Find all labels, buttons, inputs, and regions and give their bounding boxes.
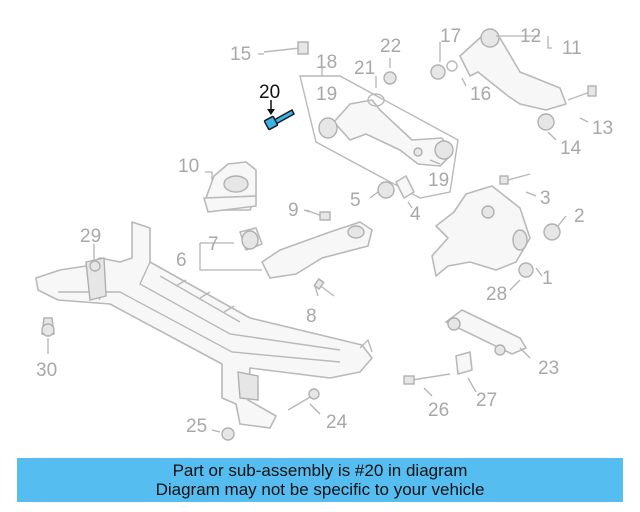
callout-23: 23 — [538, 358, 559, 379]
callout-19-upper: 19 — [316, 84, 337, 105]
callout-16: 16 — [470, 84, 491, 105]
parts-diagram: 1 2 3 4 5 6 7 8 9 10 11 12 13 14 15 16 1… — [35, 26, 613, 441]
callout-8: 8 — [306, 306, 317, 327]
part-18-upper-arm — [299, 75, 459, 199]
callout-13: 13 — [592, 118, 613, 139]
callout-20-highlighted: 20 — [259, 82, 280, 103]
banner-line-2: Diagram may not be specific to your vehi… — [155, 480, 485, 499]
callout-26: 26 — [428, 400, 449, 421]
callout-18: 18 — [316, 52, 337, 73]
callout-21: 21 — [354, 58, 375, 79]
callout-9: 9 — [288, 200, 299, 221]
part-24-25 — [221, 388, 320, 441]
callout-25: 25 — [186, 416, 207, 437]
callout-22: 22 — [380, 36, 401, 57]
part-15-bolt — [263, 41, 309, 55]
callout-29: 29 — [80, 226, 101, 247]
callout-15: 15 — [230, 44, 251, 65]
part-23-link — [445, 309, 527, 356]
banner-line-1: Part or sub-assembly is #20 in diagram — [172, 461, 468, 480]
callout-3: 3 — [540, 188, 551, 209]
part-30-bolt — [41, 317, 55, 354]
callout-10: 10 — [178, 156, 199, 177]
callout-12: 12 — [520, 26, 541, 47]
callout-11: 11 — [562, 38, 582, 59]
part-10-mount — [203, 161, 257, 213]
callout-17: 17 — [440, 26, 461, 47]
part-11-trailing-arm — [430, 28, 597, 131]
callout-27: 27 — [476, 390, 497, 411]
callout-2: 2 — [574, 206, 585, 227]
callout-30: 30 — [36, 360, 57, 381]
callout-4: 4 — [410, 204, 421, 225]
part-21-22 — [367, 71, 397, 107]
callout-28: 28 — [486, 284, 507, 305]
callout-7: 7 — [208, 234, 219, 255]
callout-5: 5 — [350, 190, 361, 211]
callout-24: 24 — [326, 412, 348, 433]
part-4-5 — [377, 175, 415, 199]
part-20-bolt-highlighted — [263, 100, 295, 131]
callout-6: 6 — [176, 250, 187, 271]
info-banner: Part or sub-assembly is #20 in diagram D… — [17, 458, 623, 502]
callout-14: 14 — [560, 138, 582, 159]
callout-lines — [93, 35, 589, 433]
callout-numbers: 1 2 3 4 5 6 7 8 9 10 11 12 13 14 15 16 1… — [36, 26, 613, 437]
part-1-knuckle — [431, 173, 561, 278]
rear-subframe — [35, 221, 373, 429]
callout-19-lower: 19 — [428, 170, 449, 191]
part-6-control-arm — [239, 221, 373, 279]
part-8-bolt — [313, 278, 335, 297]
part-26-27 — [403, 351, 473, 385]
callout-1: 1 — [542, 268, 553, 289]
